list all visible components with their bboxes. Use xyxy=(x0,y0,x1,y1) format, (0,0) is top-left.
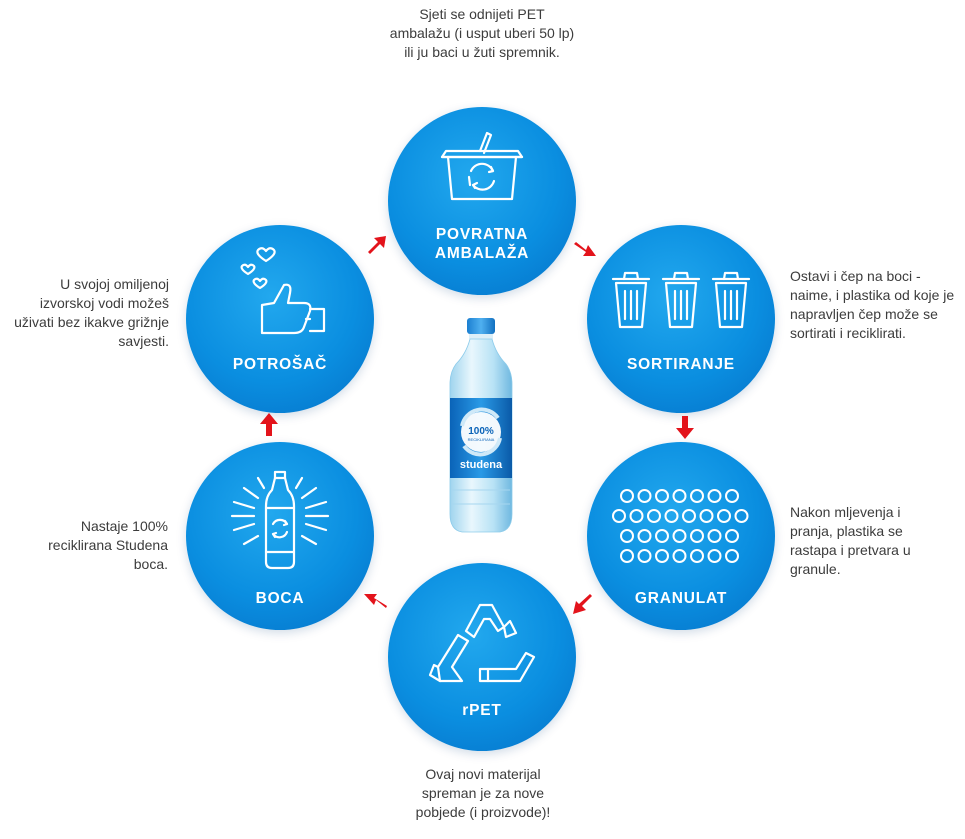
arrow-boca-to-potrosac xyxy=(260,413,278,436)
step-label: SORTIRANJE xyxy=(627,356,735,373)
bottle-icon xyxy=(230,470,330,570)
recycle-bottles-icon xyxy=(428,603,536,683)
step-granulat: GRANULAT xyxy=(587,442,775,630)
arrow-granulat-to-rpet xyxy=(573,594,592,614)
description-povratna-ambalaza: Sjeti se odnijeti PET ambalažu (i usput … xyxy=(388,5,576,62)
description-text: Ostavi i čep na boci - naime, i plastika… xyxy=(790,268,955,341)
step-rpet: rPET xyxy=(388,563,576,751)
bottle-badge-sub: RECIKLIRANA xyxy=(468,437,495,442)
step-boca: BOCA xyxy=(186,442,374,630)
description-text: Nastaje 100% reciklirana Studena boca. xyxy=(48,518,168,572)
description-boca: Nastaje 100% reciklirana Studena boca. xyxy=(40,517,168,574)
trash-cans-icon xyxy=(611,271,751,329)
arrow-povratna-to-sortiranje xyxy=(574,242,596,256)
step-label: BOCA xyxy=(255,590,305,607)
step-label: rPET xyxy=(462,702,502,719)
step-label: POTROŠAČ xyxy=(232,356,328,373)
studena-bottle-image: 100% RECIKLIRANA studena xyxy=(449,318,513,533)
arrow-sortiranje-to-granulat xyxy=(676,416,694,439)
description-text: Sjeti se odnijeti PET ambalažu (i usput … xyxy=(389,6,575,60)
description-text: Nakon mljevenja i pranja, plastika se ra… xyxy=(790,504,911,577)
description-sortiranje: Ostavi i čep na boci - naime, i plastika… xyxy=(790,267,962,343)
arrow-potrosac-to-povratna xyxy=(368,236,386,254)
description-potrosac: U svojoj omiljenoj izvorskoj vodi možeš … xyxy=(12,275,169,351)
description-rpet: Ovaj novi materijal spreman je za nove p… xyxy=(404,765,562,822)
bottle-badge: 100% xyxy=(468,426,494,437)
step-potrosac: POTROŠAČ xyxy=(186,225,374,413)
granules-icon xyxy=(612,489,749,563)
bottle-brand: studena xyxy=(460,459,503,471)
step-label: GRANULAT xyxy=(634,590,728,607)
description-text: U svojoj omiljenoj izvorskoj vodi možeš … xyxy=(14,276,169,349)
thumbs-up-hearts-icon xyxy=(240,247,326,335)
recycling-bin-icon xyxy=(440,131,524,201)
step-sortiranje: SORTIRANJE xyxy=(587,225,775,413)
arrow-rpet-to-boca xyxy=(364,594,387,608)
description-granulat: Nakon mljevenja i pranja, plastika se ra… xyxy=(790,503,930,579)
description-text: Ovaj novi materijal spreman je za nove p… xyxy=(415,766,551,820)
